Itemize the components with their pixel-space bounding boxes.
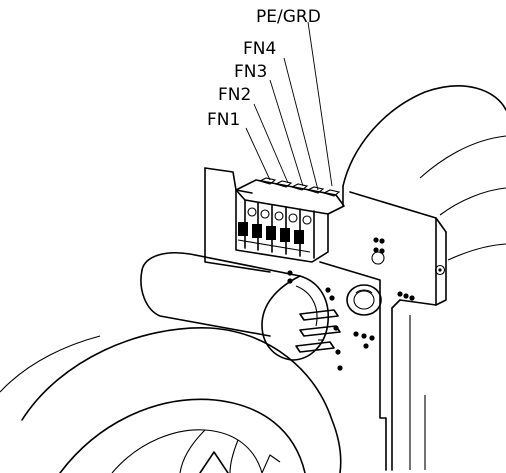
fan-housing-rear: [342, 85, 506, 261]
label-fn1: FN1: [207, 110, 240, 130]
label-fn4: FN4: [243, 39, 276, 59]
label-fn2: FN2: [218, 85, 251, 105]
cable-grommet: [346, 284, 382, 316]
mounting-bracket: [204, 167, 447, 471]
capacitor-terminals: [295, 309, 341, 353]
terminal-block: [235, 177, 345, 263]
motor-housing: [0, 327, 342, 473]
label-fn3: FN3: [234, 62, 267, 82]
label-pe-grd: PE/GRD: [256, 7, 321, 27]
capacitor: [140, 252, 329, 361]
label-leaders: [245, 21, 333, 191]
